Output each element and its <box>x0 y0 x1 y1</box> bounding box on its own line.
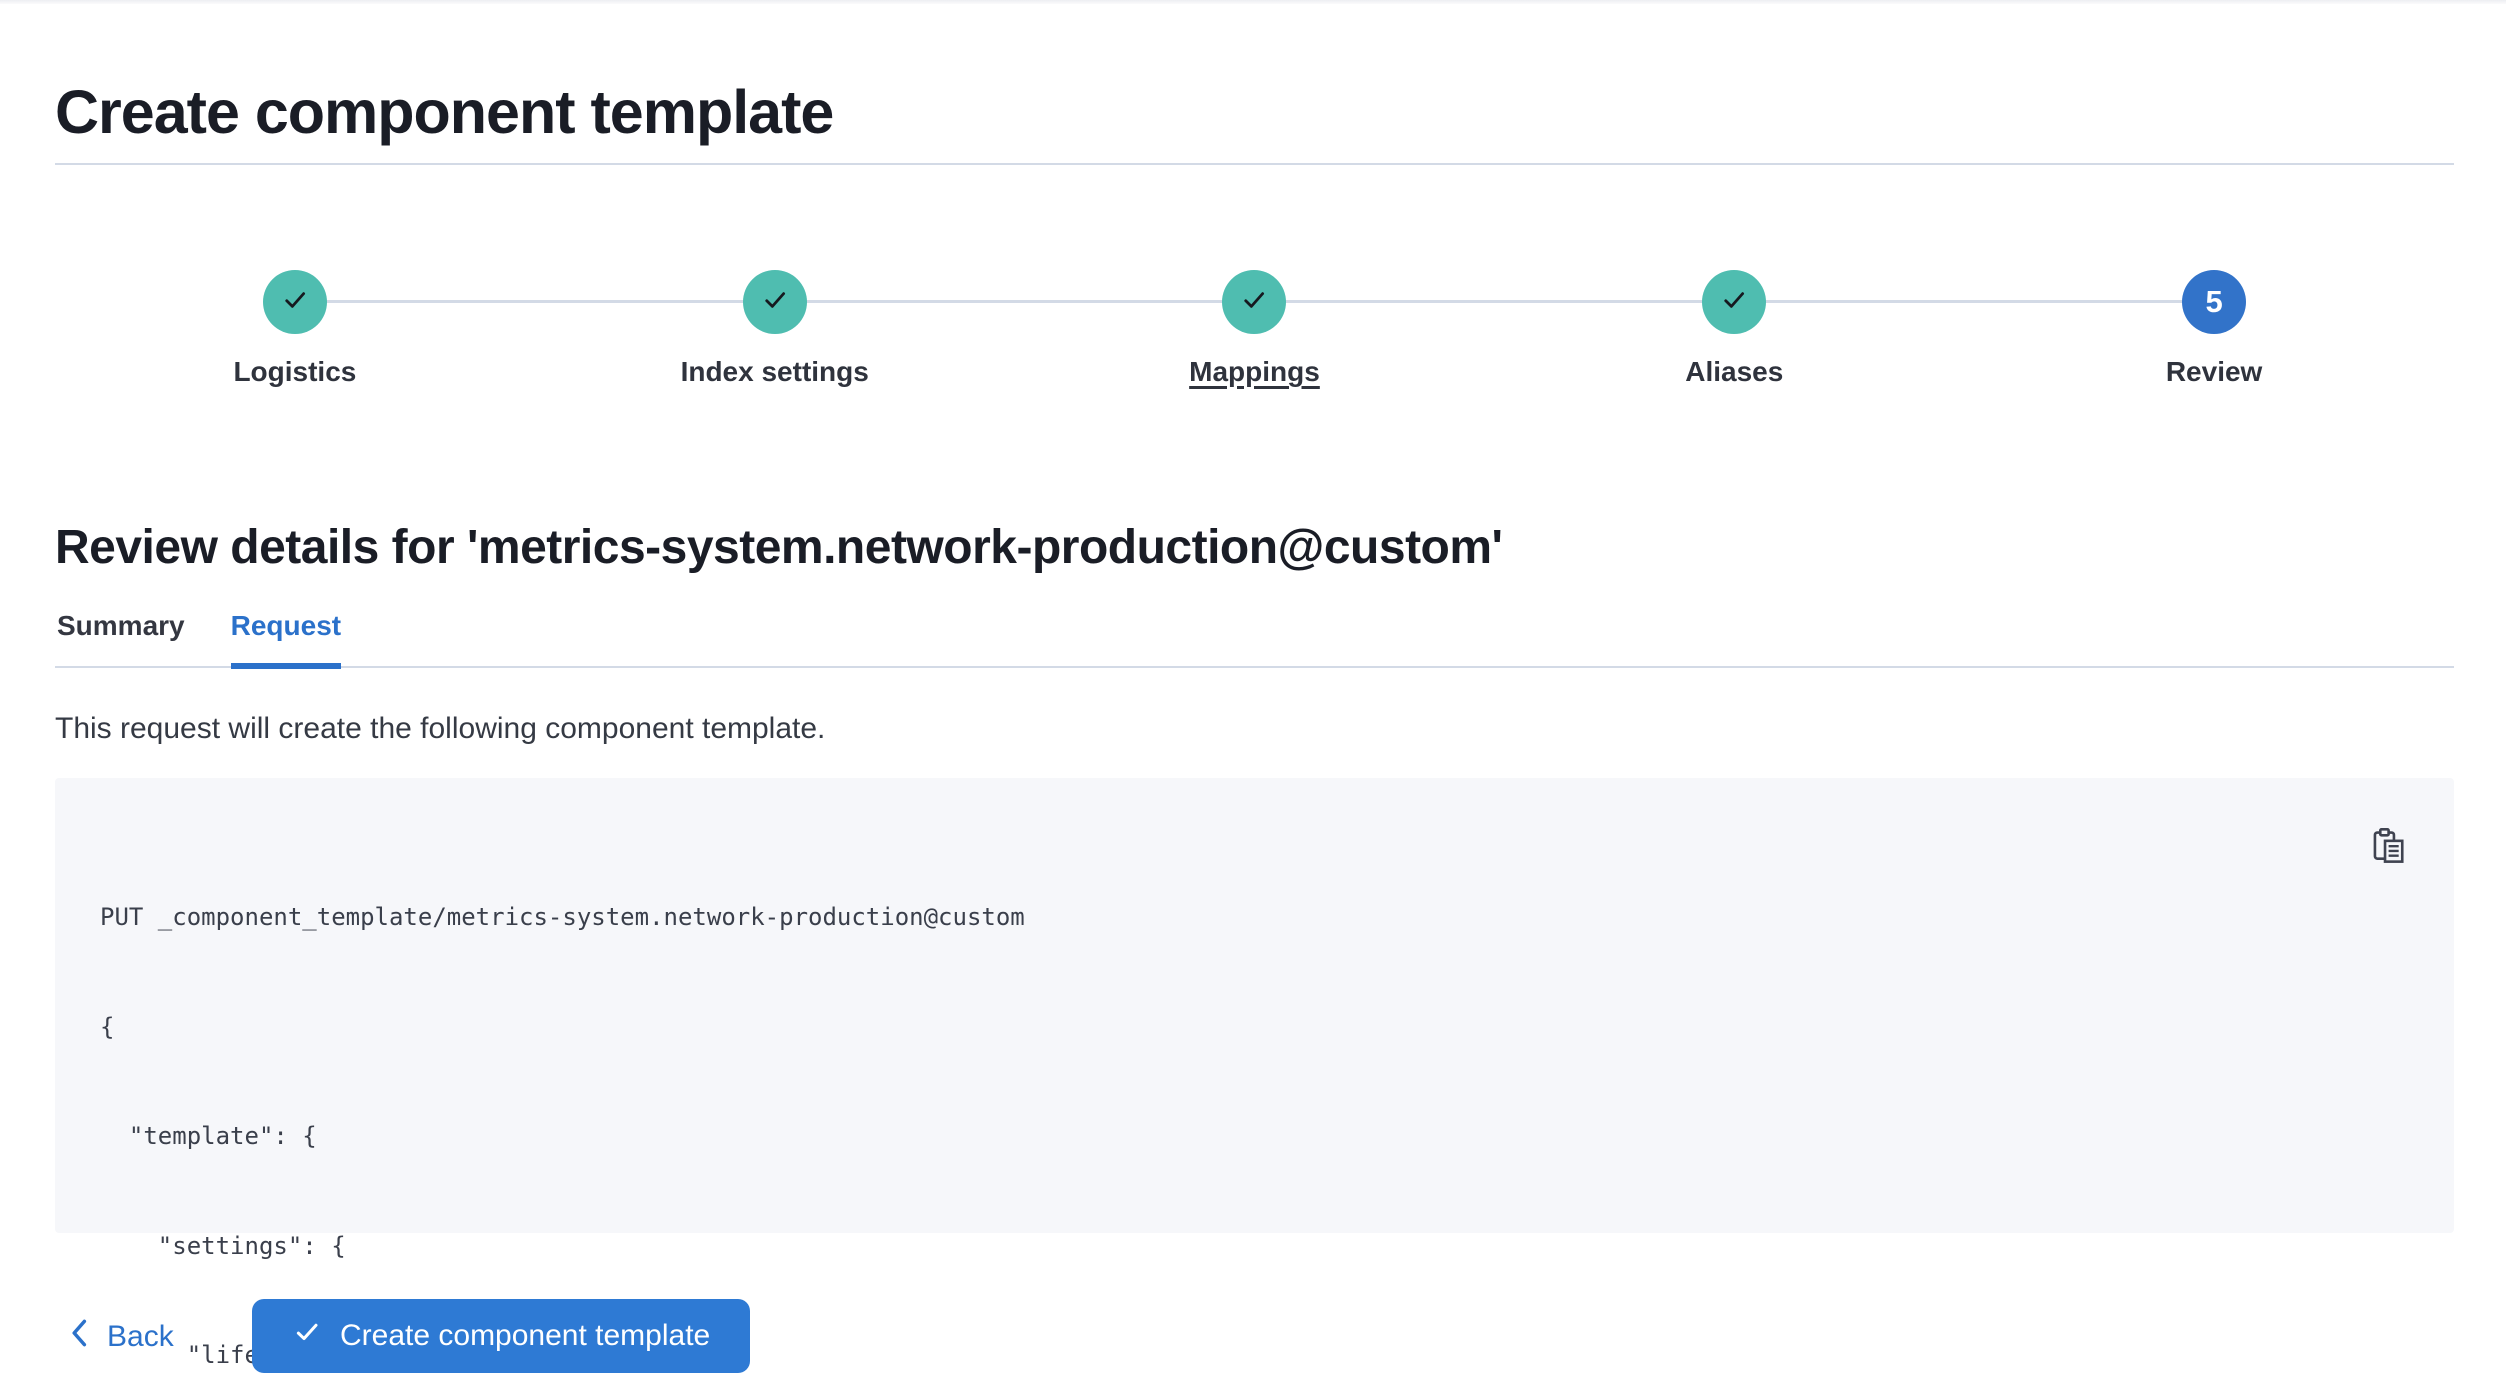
check-icon <box>280 285 310 320</box>
step-complete-circle <box>262 270 327 334</box>
wizard-stepper: Logistics Index settings Mappings <box>55 238 2454 398</box>
tab-request[interactable]: Request <box>230 610 342 669</box>
review-tabs: Summary Request <box>57 610 342 669</box>
back-button[interactable]: Back <box>62 1308 180 1366</box>
copy-clipboard-icon <box>2369 826 2407 867</box>
step-mappings[interactable]: Mappings <box>1015 238 1495 398</box>
step-aliases[interactable]: Aliases <box>1494 238 1974 398</box>
copy-button[interactable] <box>2368 826 2408 866</box>
back-button-label: Back <box>107 1320 174 1353</box>
request-code-block: PUT _component_template/metrics-system.n… <box>55 778 2454 1369</box>
step-complete-circle <box>1702 270 1767 334</box>
check-icon <box>1239 285 1269 320</box>
review-heading: Review details for 'metrics-system.netwo… <box>55 520 1503 574</box>
check-icon <box>760 285 790 320</box>
page-title: Create component template <box>55 77 834 146</box>
step-label: Aliases <box>1685 356 1784 387</box>
step-current-circle: 5 <box>2182 270 2247 334</box>
title-divider <box>55 163 2454 165</box>
request-description: This request will create the following c… <box>55 712 826 745</box>
step-index-settings[interactable]: Index settings <box>535 238 1015 398</box>
step-label: Index settings <box>680 356 869 387</box>
step-label: Logistics <box>233 356 357 387</box>
create-button-label: Create component template <box>340 1319 711 1352</box>
code-line: "template": { <box>100 1122 317 1150</box>
step-label: Mappings <box>1189 356 1320 387</box>
request-code: PUT _component_template/metrics-system.n… <box>100 826 1025 1388</box>
step-label: Review <box>2165 356 2263 387</box>
step-number: 5 <box>2205 284 2223 319</box>
step-complete-circle <box>742 270 807 334</box>
tab-summary[interactable]: Summary <box>57 610 185 641</box>
code-line: "settings": { <box>100 1231 346 1260</box>
check-icon <box>1719 285 1749 320</box>
step-review[interactable]: 5 Review <box>1974 238 2454 398</box>
page-top-edge <box>0 0 2506 4</box>
code-line: PUT _component_template/metrics-system.n… <box>100 903 1025 931</box>
step-logistics[interactable]: Logistics <box>55 238 535 398</box>
check-icon <box>292 1317 322 1355</box>
step-complete-circle <box>1222 270 1287 334</box>
code-line: { <box>100 1012 115 1041</box>
chevron-left-icon <box>68 1317 92 1357</box>
create-component-template-button[interactable]: Create component template <box>252 1299 751 1373</box>
tabs-divider <box>55 666 2454 668</box>
